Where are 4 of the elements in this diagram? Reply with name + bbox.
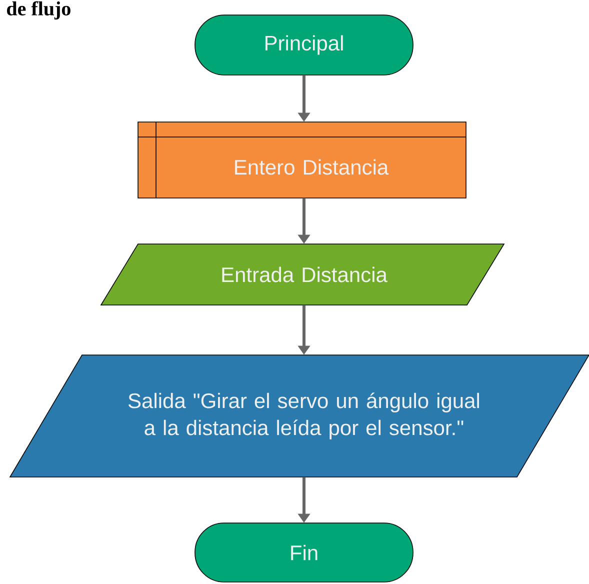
- terminal-box: Fin: [194, 522, 414, 582]
- process-box: Entero Distancia: [138, 122, 466, 198]
- terminal-box: Principal: [194, 14, 414, 76]
- title: de flujo: [7, 1, 70, 20]
